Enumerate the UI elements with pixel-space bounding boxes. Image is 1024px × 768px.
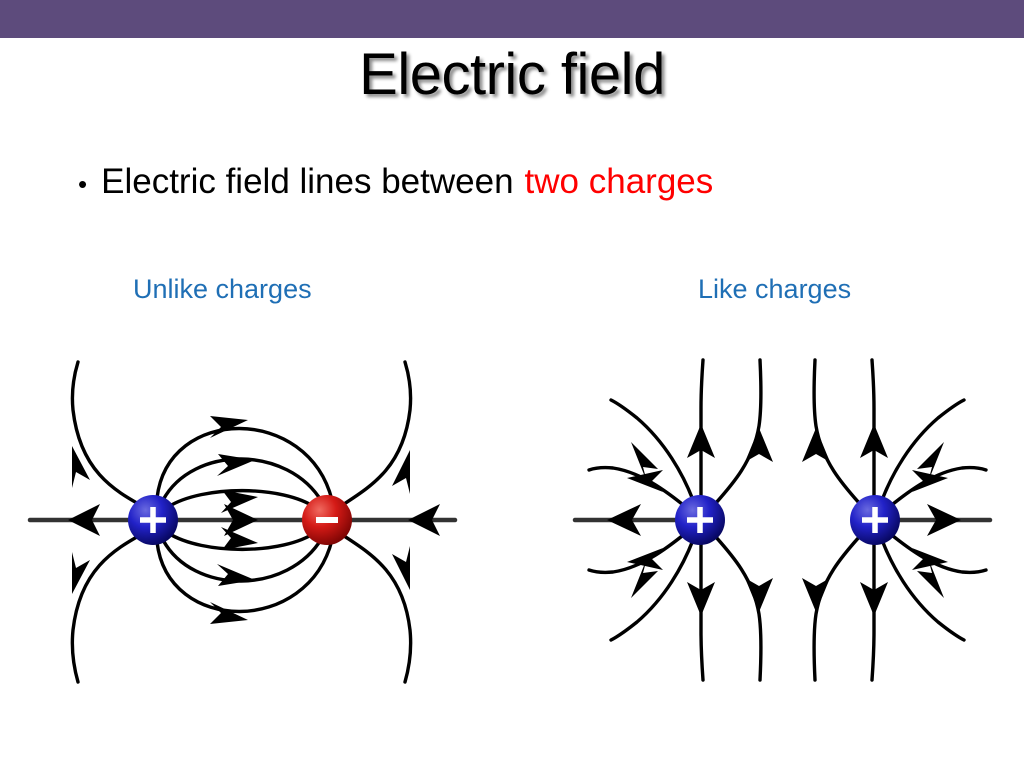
arrowhead-R-up-inner [802,428,830,462]
field-line-far-lower-right [336,530,413,684]
diagram-unlike-charges [18,350,478,695]
arrowhead-L-up-diag [631,442,658,482]
field-line-L-dn-steep [699,542,705,682]
page-title: Electric field [359,42,665,107]
charge-positive-right-b [850,495,900,545]
field-line-lower-inner-1 [166,530,318,552]
arrowhead-far-lower-left [72,552,90,594]
field-line-far-lower-left [70,531,146,684]
field-line-L-up-outer [587,465,689,510]
field-arrowheads-unlike [68,416,440,624]
caption-unlike-charges: Unlike charges [133,274,312,304]
bullet-text-highlight: two charges [524,162,714,201]
arrowhead-lower-inner-1 [221,527,258,550]
arrowhead-L-dn-diag [631,558,658,598]
field-line-L-dn-outer [587,530,689,575]
field-line-R-dn-steep [870,542,876,682]
charge-positive-right-a [675,495,725,545]
field-arrowheads-like [607,424,961,616]
field-line-R-dn-outer [886,530,988,575]
field-line-lower-outer [155,538,334,614]
field-line-L-up-inner [713,358,763,506]
field-line-upper-outer [155,426,334,502]
arrowhead-R-up-steep [860,424,888,458]
arrowhead-L-dn-inner [745,578,773,612]
field-line-R-up-inner [812,358,862,506]
arrowhead-lower-outer [210,602,248,624]
field-line-L-dn-diag [609,538,695,642]
field-line-R-up-outer [886,465,988,510]
arrowhead-L-dn-outer [627,548,663,570]
arrowhead-L-up-steep [687,424,715,458]
arrowhead-axis-right [408,504,440,536]
field-line-L-up-diag [609,398,695,502]
arrowhead-upper-inner-2 [217,454,255,476]
arrowhead-axis-left [68,504,100,536]
arrowhead-lower-inner-2 [217,564,255,586]
field-line-upper-inner-1 [166,488,318,510]
field-line-R-up-steep [870,358,876,498]
caption-like-charges: Like charges [698,274,852,304]
arrowhead-R-dn-inner [802,578,830,612]
field-line-far-upper-left [70,360,146,509]
arrowhead-L-dn-steep [687,582,715,616]
plus-sign-icon [862,507,888,533]
plus-sign-icon [140,507,166,533]
arrowhead-far-upper-left [72,446,90,488]
field-line-L-dn-inner [713,534,763,682]
arrowhead-axis-left [607,504,641,536]
field-line-R-dn-inner [812,534,862,682]
field-line-R-up-diag [880,398,966,502]
field-lines-like [572,358,993,682]
charge-negative-left [302,495,352,545]
field-line-R-dn-diag [880,538,966,642]
arrowhead-R-dn-diag [917,558,944,598]
arrowhead-upper-outer [210,416,248,438]
charge-positive-left [128,495,178,545]
bullet-marker-icon: • [78,169,88,199]
arrowhead-far-upper-right [392,450,410,494]
arrowhead-R-up-diag [917,442,944,482]
field-line-far-upper-right [336,360,413,510]
bullet-text-primary: Electric field lines between [101,162,514,201]
arrowhead-axis-mid [224,504,258,536]
bullet-line: • Electric field lines between two charg… [78,160,713,206]
diagram-like-charges [565,350,1010,695]
arrowhead-axis-right [927,504,961,536]
arrowhead-R-up-outer [912,470,948,492]
plus-sign-icon [687,507,713,533]
arrowhead-R-dn-steep [860,582,888,616]
arrowhead-R-dn-outer [912,548,948,570]
field-line-L-up-steep [699,358,705,498]
arrowhead-L-up-inner [745,428,773,462]
arrowhead-upper-inner-1 [221,490,258,513]
arrowhead-L-up-outer [627,470,663,492]
slide-top-bar [0,0,1024,38]
arrowhead-far-lower-right [392,546,410,590]
